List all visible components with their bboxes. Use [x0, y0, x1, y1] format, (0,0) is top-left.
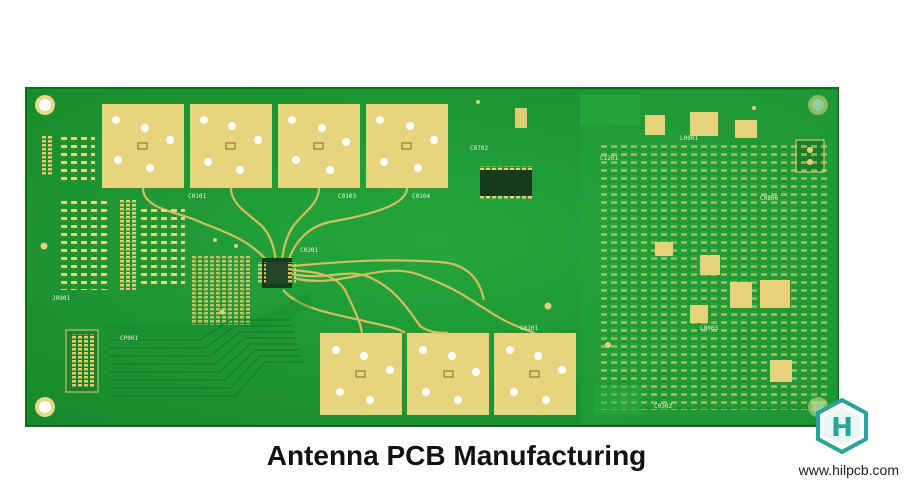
- hilpcb-logo-icon: H: [816, 398, 868, 454]
- svg-text:C0103: C0103: [338, 193, 356, 200]
- svg-text:C1201: C1201: [600, 155, 618, 162]
- caption-title: Antenna PCB Manufacturing: [266, 440, 647, 471]
- svg-text:J0901: J0901: [52, 295, 70, 302]
- svg-text:C0101: C0101: [188, 193, 206, 200]
- right-component-area: [580, 90, 838, 424]
- svg-text:L0003: L0003: [700, 325, 718, 332]
- svg-text:C0806: C0806: [760, 195, 778, 202]
- rf-chip: [258, 258, 296, 288]
- rf-feed-traces: [141, 187, 536, 335]
- antenna-patch-top: [102, 104, 448, 188]
- svg-text:C0302: C0302: [654, 403, 672, 410]
- vias: [40, 100, 756, 348]
- svg-text:L0001: L0001: [680, 135, 698, 142]
- top-ic: [478, 108, 534, 200]
- silkscreen-labels: C0101 C0103 C0104 C0201 C0101 C0702 C120…: [52, 135, 778, 410]
- svg-text:C0101: C0101: [520, 325, 538, 332]
- pcb-photo: C0101 C0103 C0104 C0201 C0101 C0702 C120…: [25, 87, 839, 427]
- connector-footprint: [65, 293, 314, 397]
- svg-text:C0104: C0104: [412, 193, 430, 200]
- svg-text:C0201: C0201: [300, 247, 318, 254]
- svg-text:CP001: CP001: [120, 335, 138, 342]
- svg-text:C0702: C0702: [470, 145, 488, 152]
- logo-letter: H: [831, 413, 853, 443]
- website-url: www.hilpcb.com: [798, 462, 899, 478]
- antenna-patch-bottom: [320, 333, 576, 415]
